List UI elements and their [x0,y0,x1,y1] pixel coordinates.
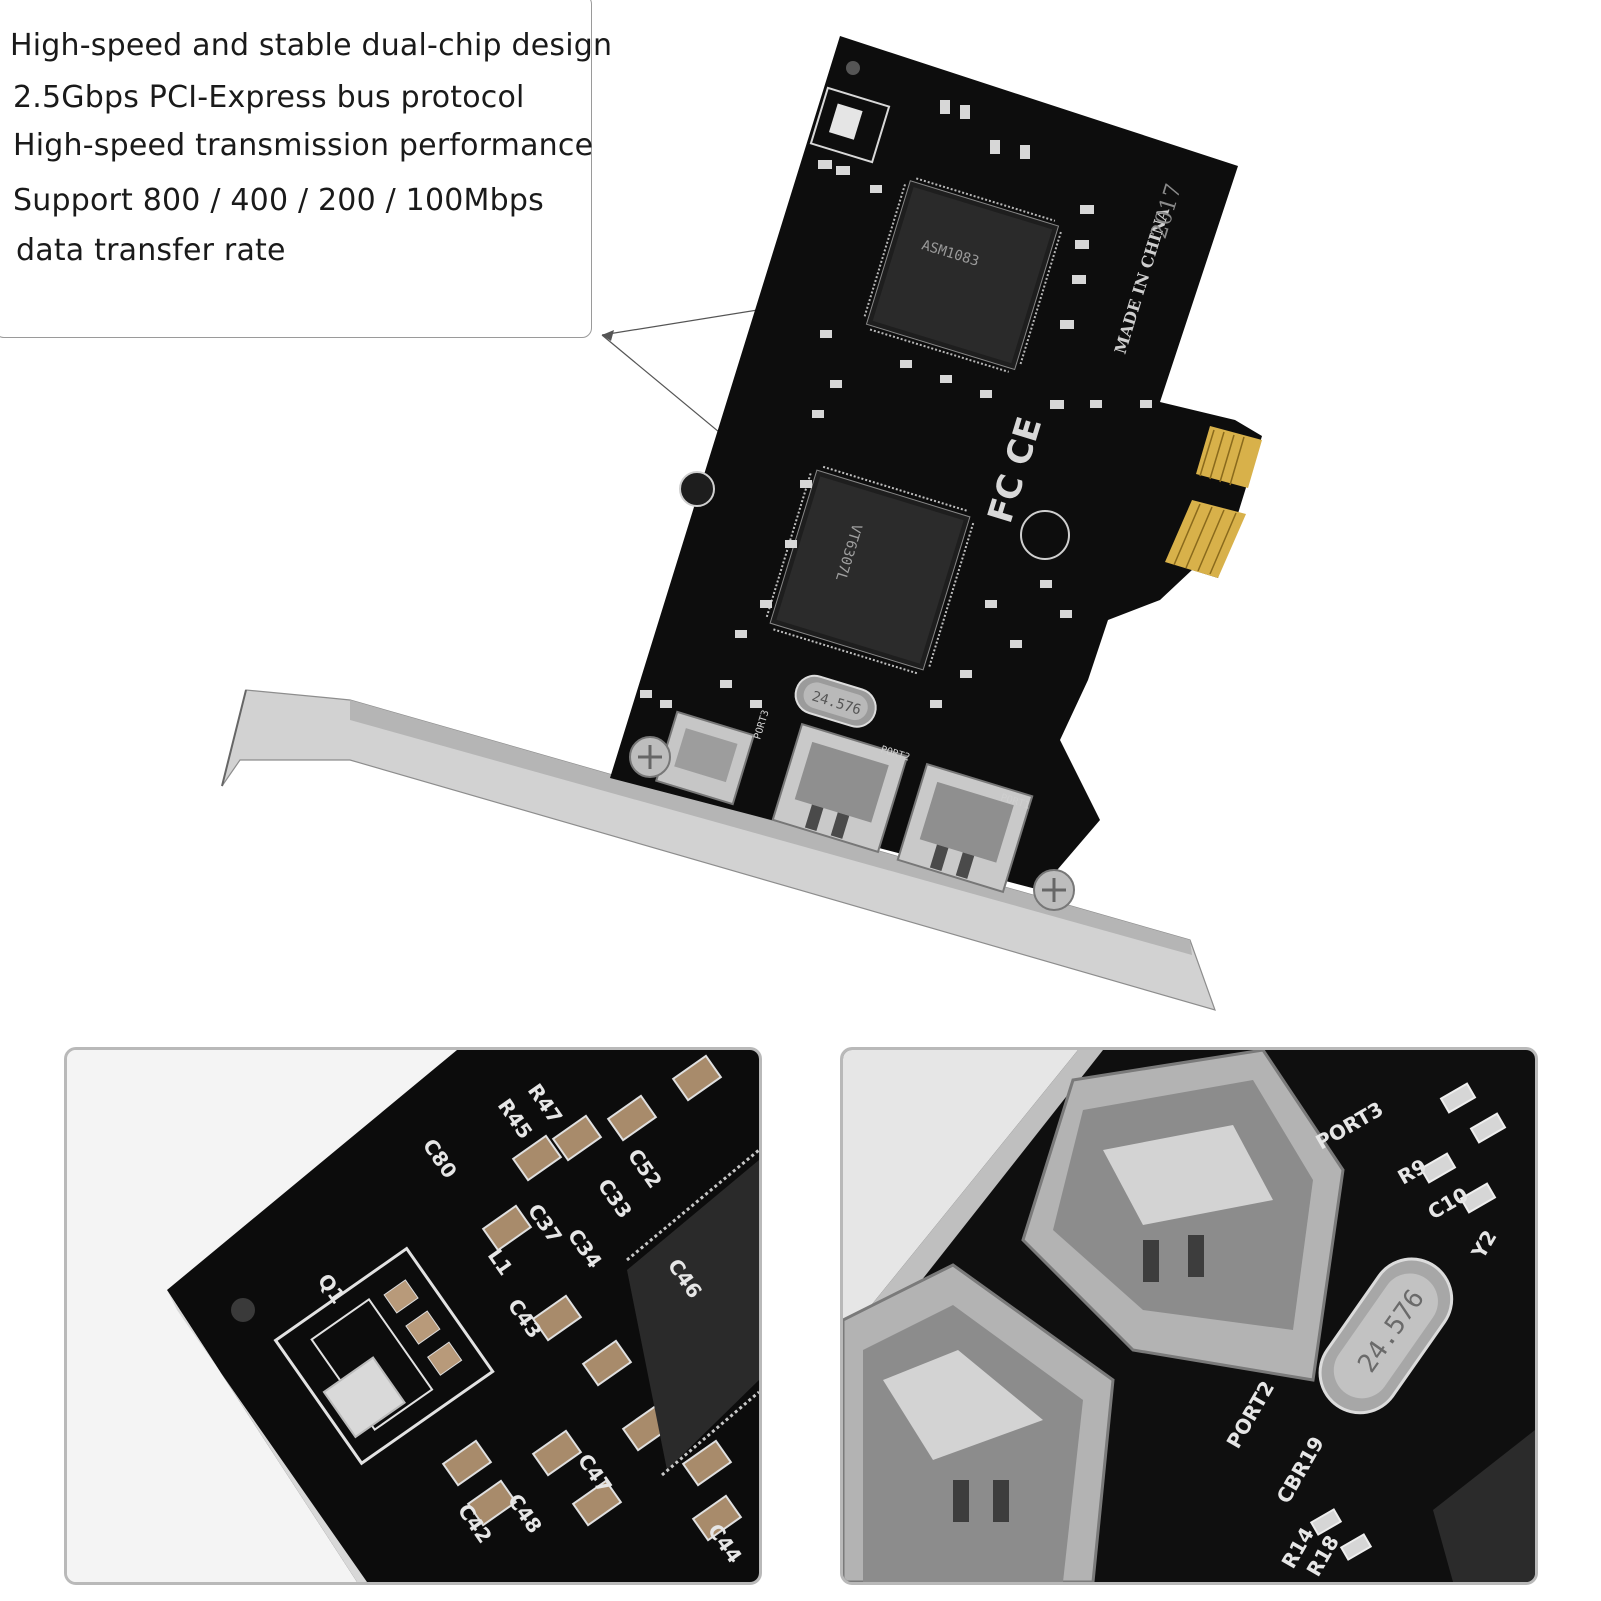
pcie-card-image: ASM1083 VT6307L [221,36,1262,1011]
regulator [828,103,863,140]
detail-mounting-hole [231,1298,255,1322]
bridge-chip: ASM1083 [863,177,1062,373]
bracket-edge [350,700,1192,955]
feature-line-1: High-speed and stable dual-chip design [10,28,613,63]
capacitor-c12 [679,471,715,507]
detail-crystal: 24.576 [1318,1257,1454,1415]
callout-arrow [602,330,614,341]
regulator-outline [809,86,891,164]
feature-line-3: High-speed transmission performance [13,128,594,163]
detail-ports-image: 24.576 PORT3 R9 C10 Y2 PORT2 CBR19 R14 R… [843,1050,1535,1582]
detail-port-upper [1021,1050,1345,1382]
detail-left-pcb [167,1050,759,1582]
capacitor-c11 [1020,510,1070,560]
detail-left-smd [441,1054,743,1542]
feature-line-4: Support 800 / 400 / 200 / 100Mbps [13,183,544,218]
crystal-oscillator: 24.576 [794,674,877,728]
detail-ports-view: 24.576 PORT3 R9 C10 Y2 PORT2 CBR19 R14 R… [840,1047,1538,1585]
detail-port-lower [843,1263,1115,1582]
gold-connector [1165,426,1262,578]
detail-right-chip [1433,1430,1535,1582]
feature-line-2: 2.5Gbps PCI-Express bus protocol [13,80,525,115]
pcb-board [610,36,1262,890]
detail-regulator-view: R45 R47 C80 C52 C33 C37 C34 L1 C43 Q1 C4… [64,1047,762,1585]
feature-callout [0,0,592,338]
firewire-controller-chip: VT6307L [765,465,975,675]
firewire-port-small [654,710,756,806]
smd-components [640,100,1152,708]
detail-regulator [273,1246,495,1466]
detail-right-smd [1309,1082,1507,1561]
firewire-port-2 [771,722,909,854]
feature-line-5: data transfer rate [16,233,286,268]
detail-chip [627,1160,759,1470]
mounting-hole [846,61,860,75]
detail-regulator-image: R45 R47 C80 C52 C33 C37 C34 L1 C43 Q1 C4… [67,1050,759,1582]
firewire-port-1 [896,762,1034,894]
